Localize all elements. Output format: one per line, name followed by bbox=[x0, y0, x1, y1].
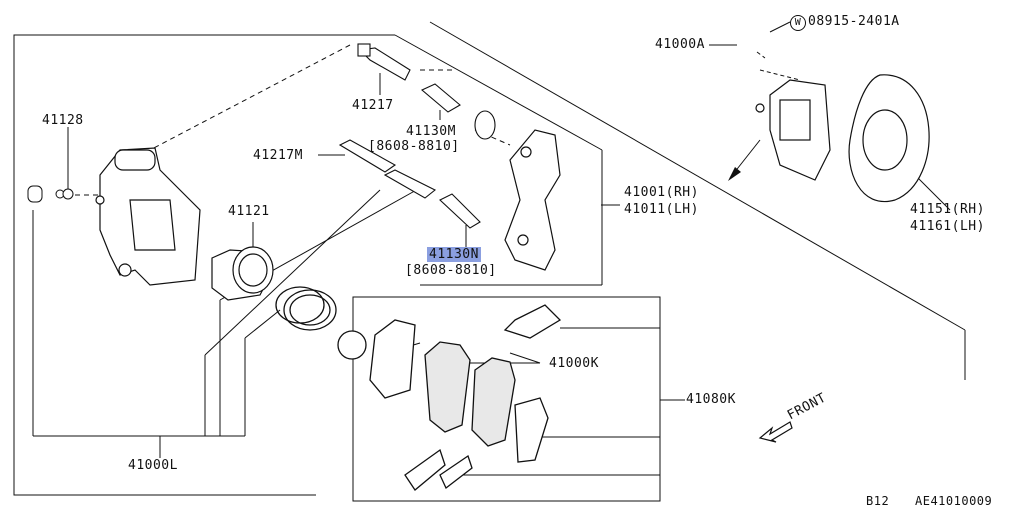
footer-page: B12 bbox=[866, 494, 890, 508]
dashed-leader bbox=[149, 44, 351, 151]
label-41151: 41151(RH) bbox=[910, 202, 985, 217]
label-41011: 41011(LH) bbox=[624, 202, 699, 217]
label-41128: 41128 bbox=[42, 113, 84, 128]
caliper-assembly-frame bbox=[13, 34, 395, 496]
label-41000k: 41000K bbox=[549, 356, 599, 371]
disc-shield bbox=[848, 74, 930, 203]
label-41001: 41001(RH) bbox=[624, 185, 699, 200]
bleeder-screw bbox=[27, 185, 74, 203]
label-41217m: 41217M bbox=[253, 148, 303, 163]
label-41130n-range: [8608-8810] bbox=[405, 263, 497, 278]
washer-symbol: W bbox=[790, 15, 806, 31]
caliper-bracket bbox=[504, 129, 561, 271]
piston bbox=[211, 246, 274, 301]
front-arrow bbox=[758, 421, 793, 443]
footer-code: AE41010009 bbox=[915, 494, 993, 508]
label-08915-2401a: 08915-2401A bbox=[808, 14, 900, 29]
label-41161: 41161(LH) bbox=[910, 219, 985, 234]
label-41080k: 41080K bbox=[686, 392, 736, 407]
label-41000l: 41000L bbox=[128, 458, 178, 473]
label-41130n[interactable]: 41130N bbox=[427, 247, 481, 262]
view-arrow-head bbox=[728, 167, 741, 181]
long-diagonal-guide bbox=[429, 21, 966, 331]
pad-kit-box bbox=[352, 296, 661, 502]
assembled-caliper bbox=[755, 79, 831, 181]
piston-seal bbox=[275, 286, 337, 331]
label-41130m: 41130M bbox=[406, 124, 456, 139]
caliper-assembly-frame-diag bbox=[394, 34, 603, 151]
label-41217: 41217 bbox=[352, 98, 394, 113]
guide-pins bbox=[338, 43, 496, 229]
label-41130m-range: [8608-8810] bbox=[368, 139, 460, 154]
label-41121: 41121 bbox=[228, 204, 270, 219]
caliper-body bbox=[95, 147, 201, 286]
label-41000a: 41000A bbox=[655, 37, 705, 52]
brake-pads bbox=[337, 304, 562, 491]
